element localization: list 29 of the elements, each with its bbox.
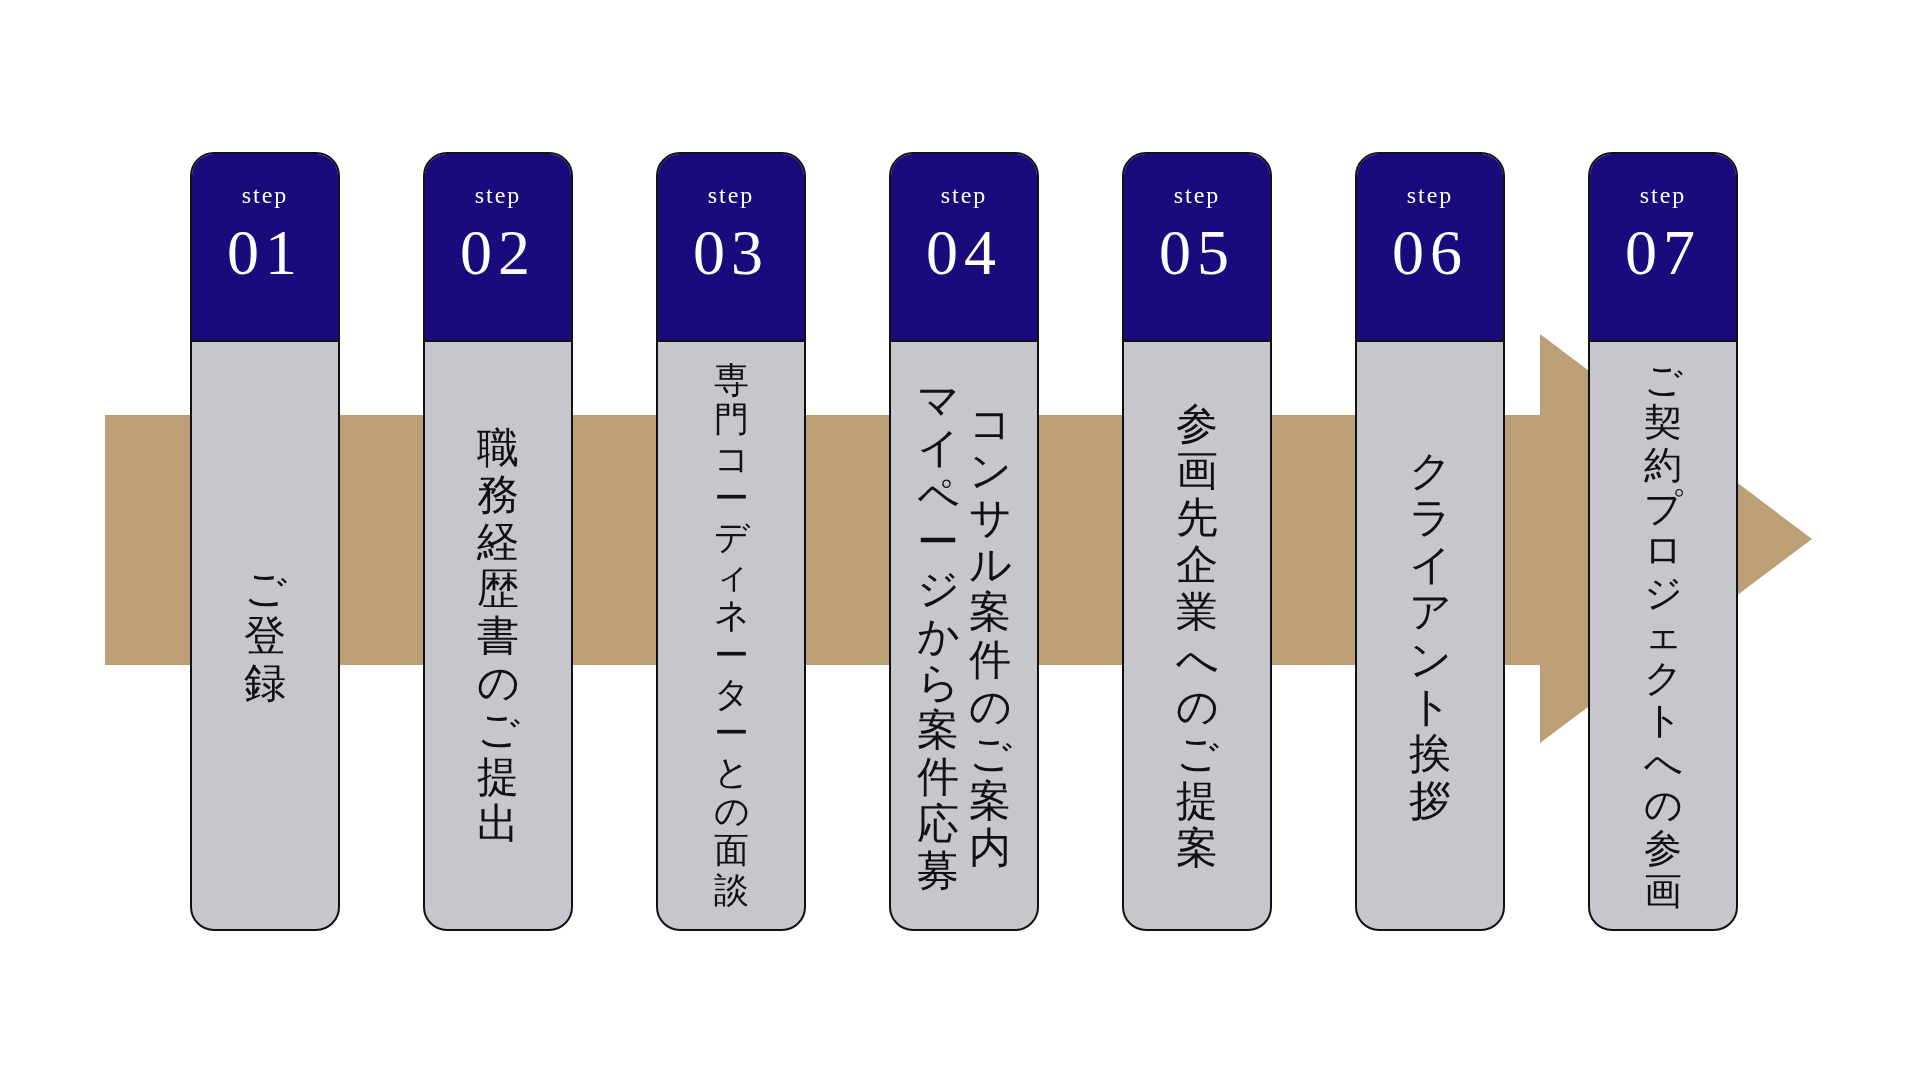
step-label: step bbox=[1405, 182, 1455, 209]
step-label: step bbox=[473, 182, 523, 209]
step-text: 専門コーディネーターとの面談 bbox=[713, 361, 749, 910]
step-card bbox=[1355, 152, 1505, 931]
step-number: 02 bbox=[459, 216, 537, 290]
step-number: 04 bbox=[925, 216, 1003, 290]
step-card bbox=[423, 152, 573, 931]
step-number: 07 bbox=[1624, 216, 1702, 290]
step-text: 職務経歴書のご提出 bbox=[477, 423, 519, 848]
step-card bbox=[889, 152, 1039, 931]
step-label: step bbox=[1172, 182, 1222, 209]
step-number: 05 bbox=[1158, 216, 1236, 290]
step-text: クライアント挨拶 bbox=[1409, 447, 1451, 824]
step-card bbox=[190, 152, 340, 931]
step-number: 03 bbox=[692, 216, 770, 290]
step-text: マイページから案件応募 bbox=[917, 376, 959, 895]
step-text: コンサル案件のご案内 bbox=[969, 400, 1011, 871]
step-label: step bbox=[706, 182, 756, 209]
step-number: 06 bbox=[1391, 216, 1469, 290]
step-label: step bbox=[1638, 182, 1688, 209]
step-card bbox=[656, 152, 806, 931]
step-label: step bbox=[939, 182, 989, 209]
step-label: step bbox=[240, 182, 290, 209]
step-text: ご契約プロジェクトへの参画 bbox=[1644, 358, 1682, 913]
step-text: 参画先企業へのご提案 bbox=[1176, 400, 1218, 871]
step-text: ご登録 bbox=[244, 564, 286, 707]
step-card bbox=[1588, 152, 1738, 931]
step-number: 01 bbox=[226, 216, 304, 290]
step-card bbox=[1122, 152, 1272, 931]
